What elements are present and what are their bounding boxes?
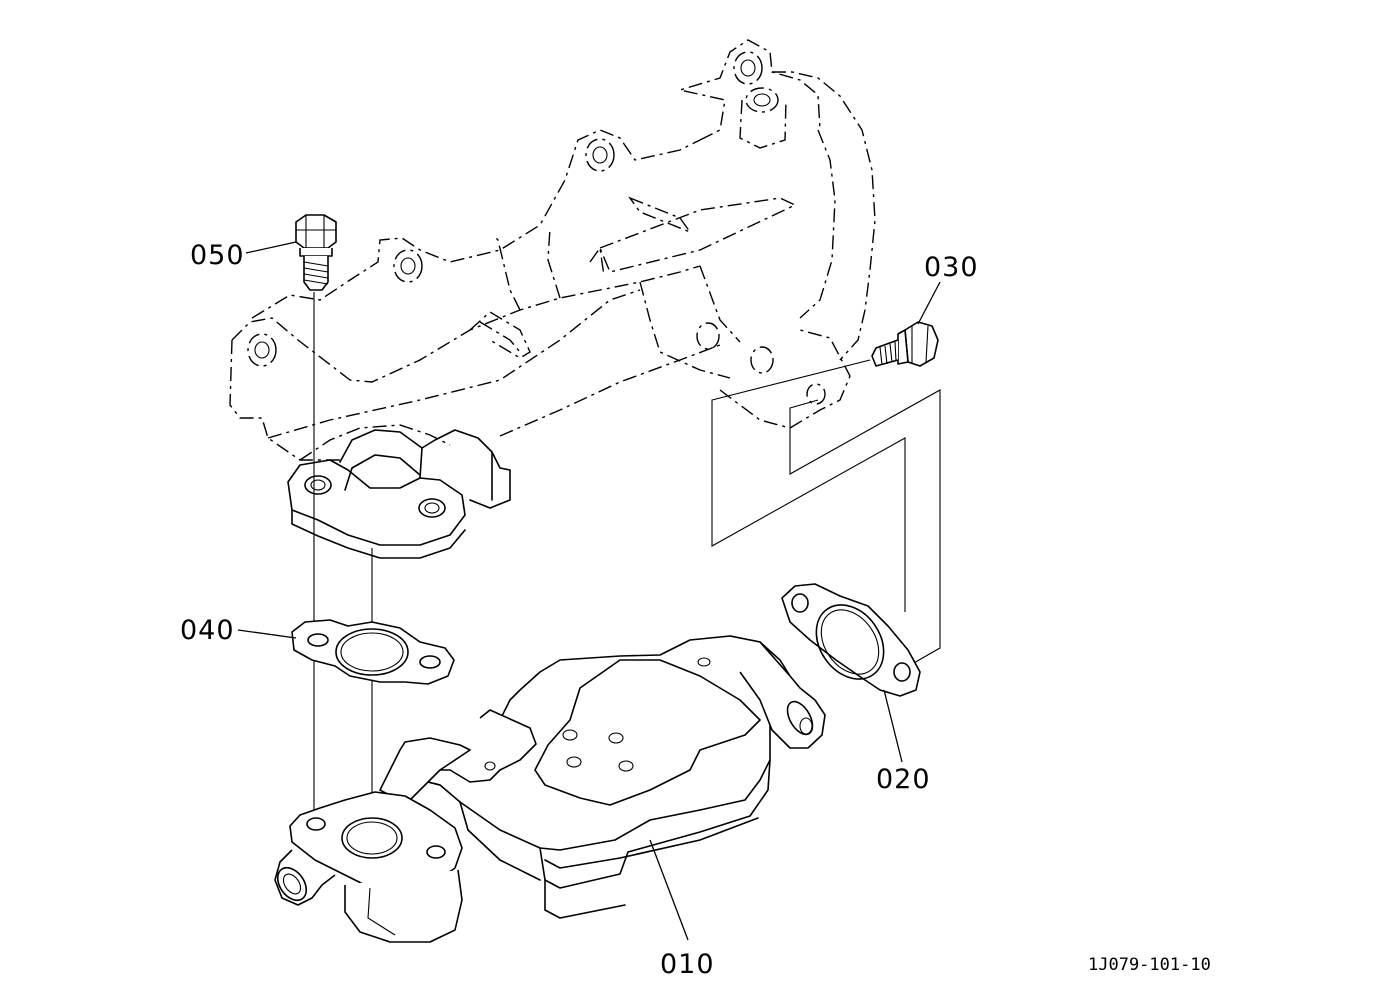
egr-cooler-010 <box>274 635 826 943</box>
label-020: 020 <box>876 764 931 795</box>
gasket-020 <box>781 583 921 697</box>
label-010: 010 <box>660 949 715 980</box>
gasket-040 <box>291 619 455 685</box>
reference-code: 1J079-101-10 <box>1088 955 1211 975</box>
label-030: 030 <box>924 252 979 283</box>
manifold-egr-flange <box>287 429 511 559</box>
assembly-lines <box>313 292 941 838</box>
leader-lines <box>237 241 941 941</box>
label-050: 050 <box>190 240 245 271</box>
label-040: 040 <box>180 615 235 646</box>
intake-manifold-phantom <box>229 39 876 461</box>
bolt-030 <box>871 321 939 367</box>
bolt-050 <box>295 214 337 291</box>
